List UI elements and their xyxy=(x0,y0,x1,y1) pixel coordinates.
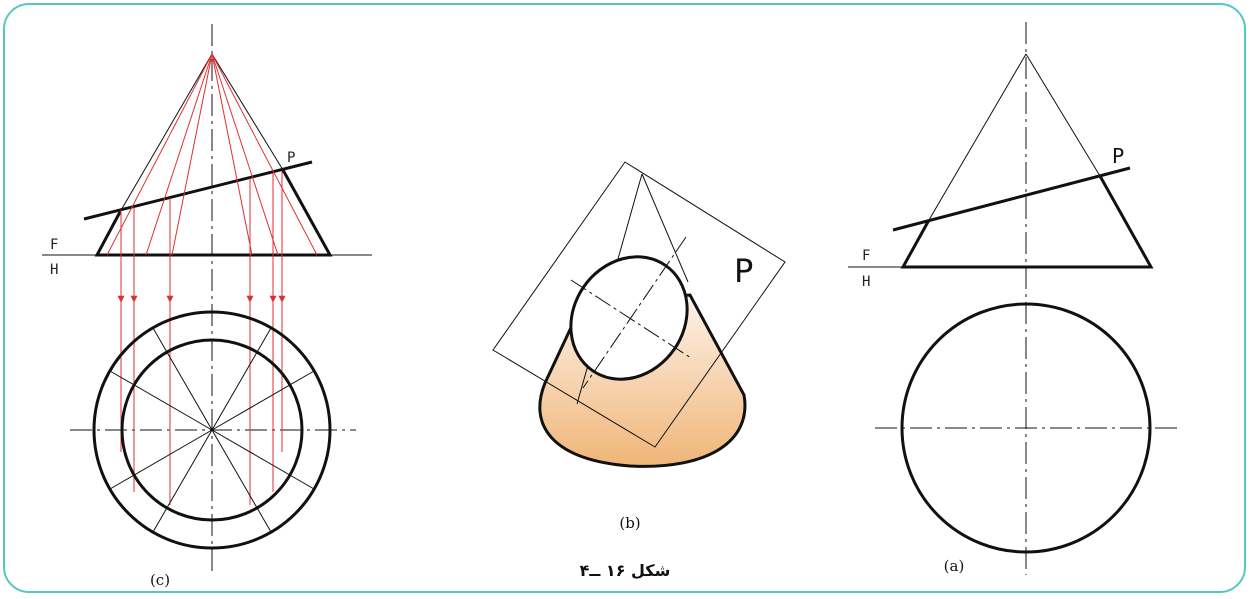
cutting-plane-b xyxy=(492,161,786,448)
generator-lines-c xyxy=(106,53,318,256)
figure-title: شکل ۱۶ ــ۴ xyxy=(580,561,671,580)
cutting-plane-a xyxy=(892,166,1131,232)
label-p-b: P xyxy=(734,252,753,290)
radial-lines-c xyxy=(109,327,315,533)
label-p-a: P xyxy=(1112,144,1124,168)
label-p-c: P xyxy=(287,150,295,166)
figure-frame xyxy=(3,3,1246,593)
truncated-cone-outline-a xyxy=(900,175,1154,269)
cone-edge-right-thin-a xyxy=(1025,53,1101,177)
cone-edge-right-thin-c xyxy=(211,53,284,171)
projection-lines-c xyxy=(117,171,286,505)
caption-c: (c) xyxy=(150,571,170,589)
view-c: F H P xyxy=(42,24,372,589)
generator-line-b xyxy=(641,173,689,283)
view-a: F H P (a) xyxy=(848,22,1178,575)
caption-a: (a) xyxy=(944,557,965,575)
view-b: P (b) شکل ۱۶ ــ۴ xyxy=(492,161,786,580)
outer-base-circle-c xyxy=(92,310,332,550)
label-h-c: H xyxy=(50,262,58,278)
section-minor-axis-b xyxy=(570,279,692,359)
label-f-c: F xyxy=(50,237,58,253)
cutting-plane-c xyxy=(83,160,313,221)
base-circle-a xyxy=(900,302,1152,554)
label-f-a: F xyxy=(862,248,870,264)
cone-edge-left-thin-a xyxy=(928,53,1027,221)
cone-edge-left-thin-c xyxy=(119,53,213,213)
section-major-axis-b xyxy=(582,236,687,389)
inner-cut-circle-c xyxy=(120,338,304,522)
label-h-a: H xyxy=(862,274,870,290)
caption-b: (b) xyxy=(619,514,640,532)
truncated-cone-outline-c xyxy=(94,169,333,257)
